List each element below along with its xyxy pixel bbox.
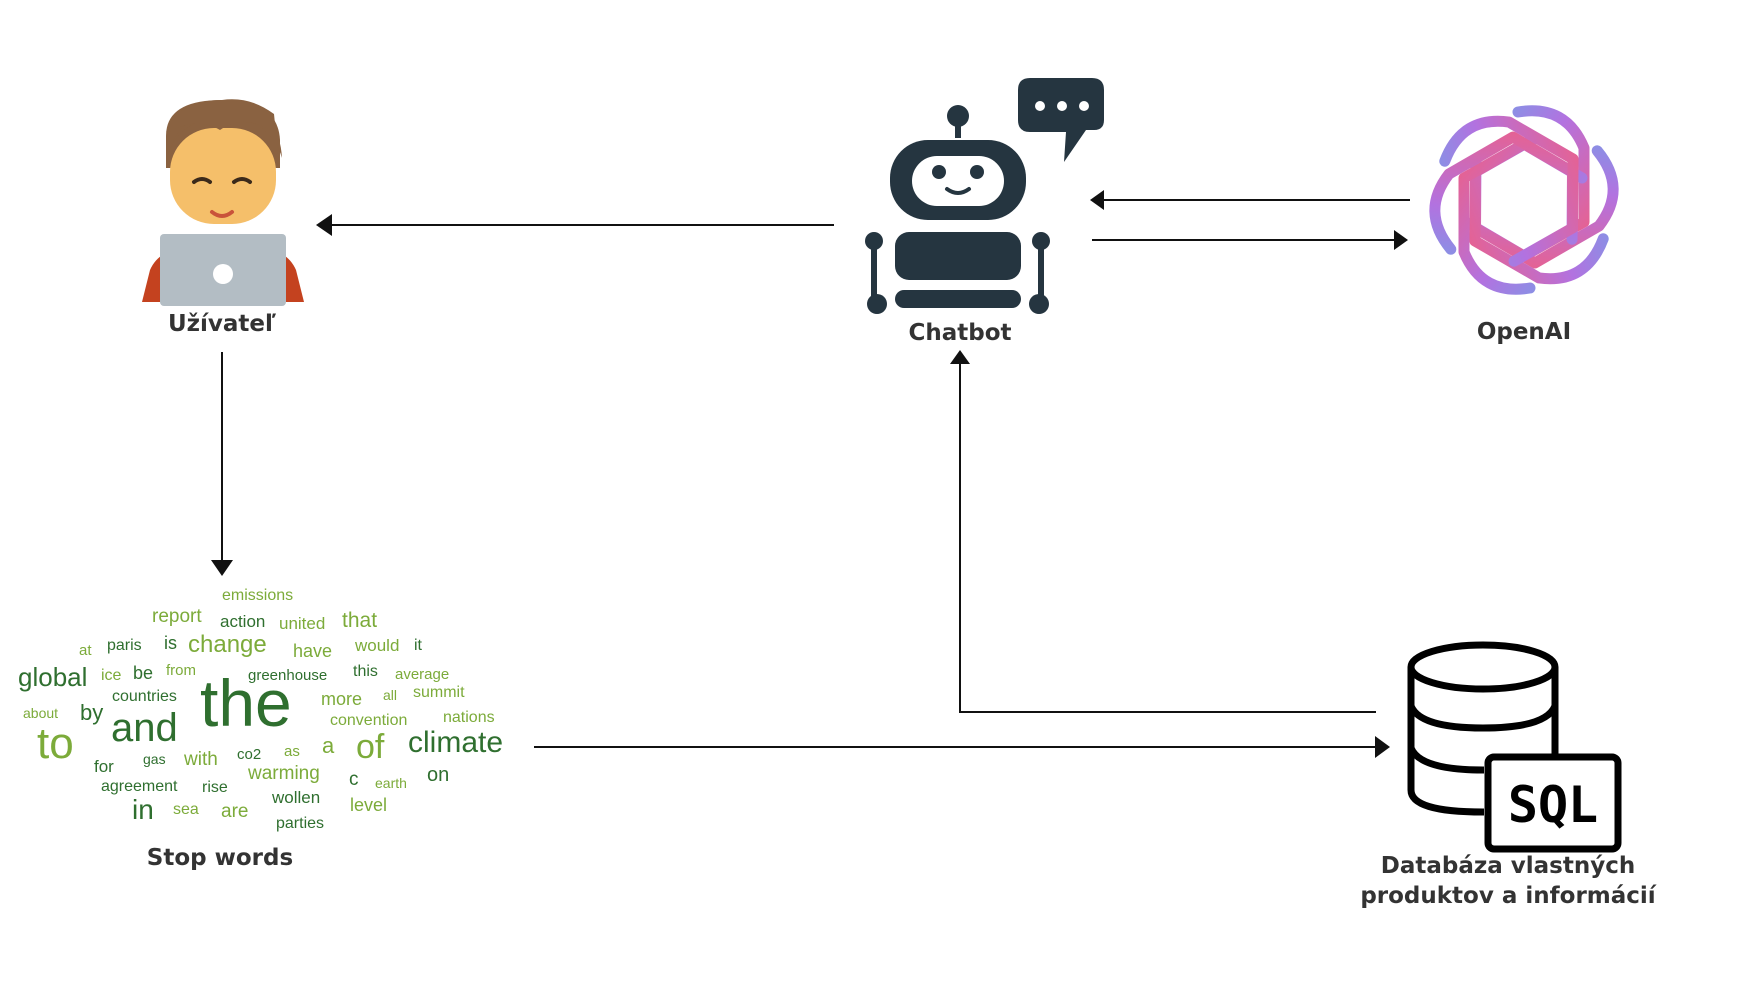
wordcloud-word: countries xyxy=(112,688,177,705)
wordcloud-word: of xyxy=(356,728,385,766)
arrow-user-to-stopwords xyxy=(211,352,233,576)
wordcloud-word: change xyxy=(188,631,267,658)
stopwords-label: Stop words xyxy=(146,845,294,871)
wordcloud-word: agreement xyxy=(101,778,178,795)
user-laptop-icon xyxy=(142,99,304,306)
database-label-line1: Databáza vlastných xyxy=(1380,853,1636,879)
openai-logo-icon xyxy=(1429,105,1619,295)
wordcloud-word: a xyxy=(322,733,335,758)
wordcloud-word: have xyxy=(293,641,333,661)
wordcloud-word: nations xyxy=(443,709,495,726)
wordcloud-word: all xyxy=(383,687,398,703)
wordcloud-word: average xyxy=(395,666,450,683)
wordcloud-word: united xyxy=(279,614,326,633)
wordcloud-word: paris xyxy=(107,637,142,654)
wordcloud-word: that xyxy=(342,609,378,632)
wordcloud-word: be xyxy=(133,663,154,683)
wordcloud-word: more xyxy=(321,689,363,709)
wordcloud-word: warming xyxy=(248,763,320,784)
wordcloud-word: as xyxy=(284,743,300,760)
wordcloud-word: report xyxy=(152,606,202,627)
wordcloud-word: is xyxy=(164,633,177,653)
robot-icon xyxy=(865,105,1050,314)
wordcloud-word: with xyxy=(184,749,218,770)
wordcloud-word: co2 xyxy=(237,746,262,763)
wordcloud-word: summit xyxy=(413,684,465,701)
wordcloud-word: global xyxy=(18,662,88,692)
wordcloud-word: to xyxy=(37,719,74,768)
wordcloud-word: action xyxy=(220,612,266,631)
wordcloud-word: would xyxy=(355,636,400,655)
wordcloud-word: earth xyxy=(375,775,407,791)
arrow-stopwords-to-database xyxy=(534,736,1390,758)
openai-label: OpenAI xyxy=(1476,319,1572,345)
arrow-chatbot-to-user xyxy=(316,214,834,236)
wordcloud-word: parties xyxy=(276,815,325,832)
arrow-chatbot-to-openai xyxy=(1092,230,1408,250)
wordcloud-word: it xyxy=(414,637,422,654)
wordcloud-word: for xyxy=(94,757,114,776)
wordcloud-word: ice xyxy=(101,667,122,684)
wordcloud-word: the xyxy=(200,666,292,740)
arrow-database-to-chatbot xyxy=(950,350,1376,713)
wordcloud-word: are xyxy=(221,801,249,822)
wordcloud-word: wollen xyxy=(272,788,321,807)
database-label-line2: produktov a informácií xyxy=(1360,883,1656,909)
database-icon xyxy=(1407,641,1559,816)
wordcloud-word: gas xyxy=(143,751,166,767)
arrow-openai-to-chatbot xyxy=(1090,190,1410,210)
wordcloud-word: about xyxy=(23,705,59,721)
wordcloud-word: rise xyxy=(202,779,228,796)
wordcloud-word: at xyxy=(79,642,92,659)
wordcloud-word: convention xyxy=(330,712,408,729)
wordcloud-word: this xyxy=(353,663,378,680)
wordcloud-word: in xyxy=(132,794,154,825)
wordcloud-word: by xyxy=(80,700,104,725)
sql-badge: SQL xyxy=(1484,753,1622,853)
chatbot-label: Chatbot xyxy=(908,320,1012,346)
speech-bubble-icon xyxy=(1018,78,1104,162)
wordcloud-word: on xyxy=(427,764,450,786)
wordcloud-word: greenhouse xyxy=(248,667,328,684)
wordcloud-word: emissions xyxy=(222,587,294,604)
wordcloud-word: sea xyxy=(173,801,199,818)
wordcloud-word: and xyxy=(111,706,178,750)
wordcloud-word: climate xyxy=(408,726,504,759)
svg-text:SQL: SQL xyxy=(1508,776,1598,834)
wordcloud-word: from xyxy=(166,662,196,679)
wordcloud-word: c xyxy=(349,769,359,790)
user-label: Užívateľ xyxy=(167,311,277,337)
wordcloud-word: level xyxy=(350,795,388,815)
